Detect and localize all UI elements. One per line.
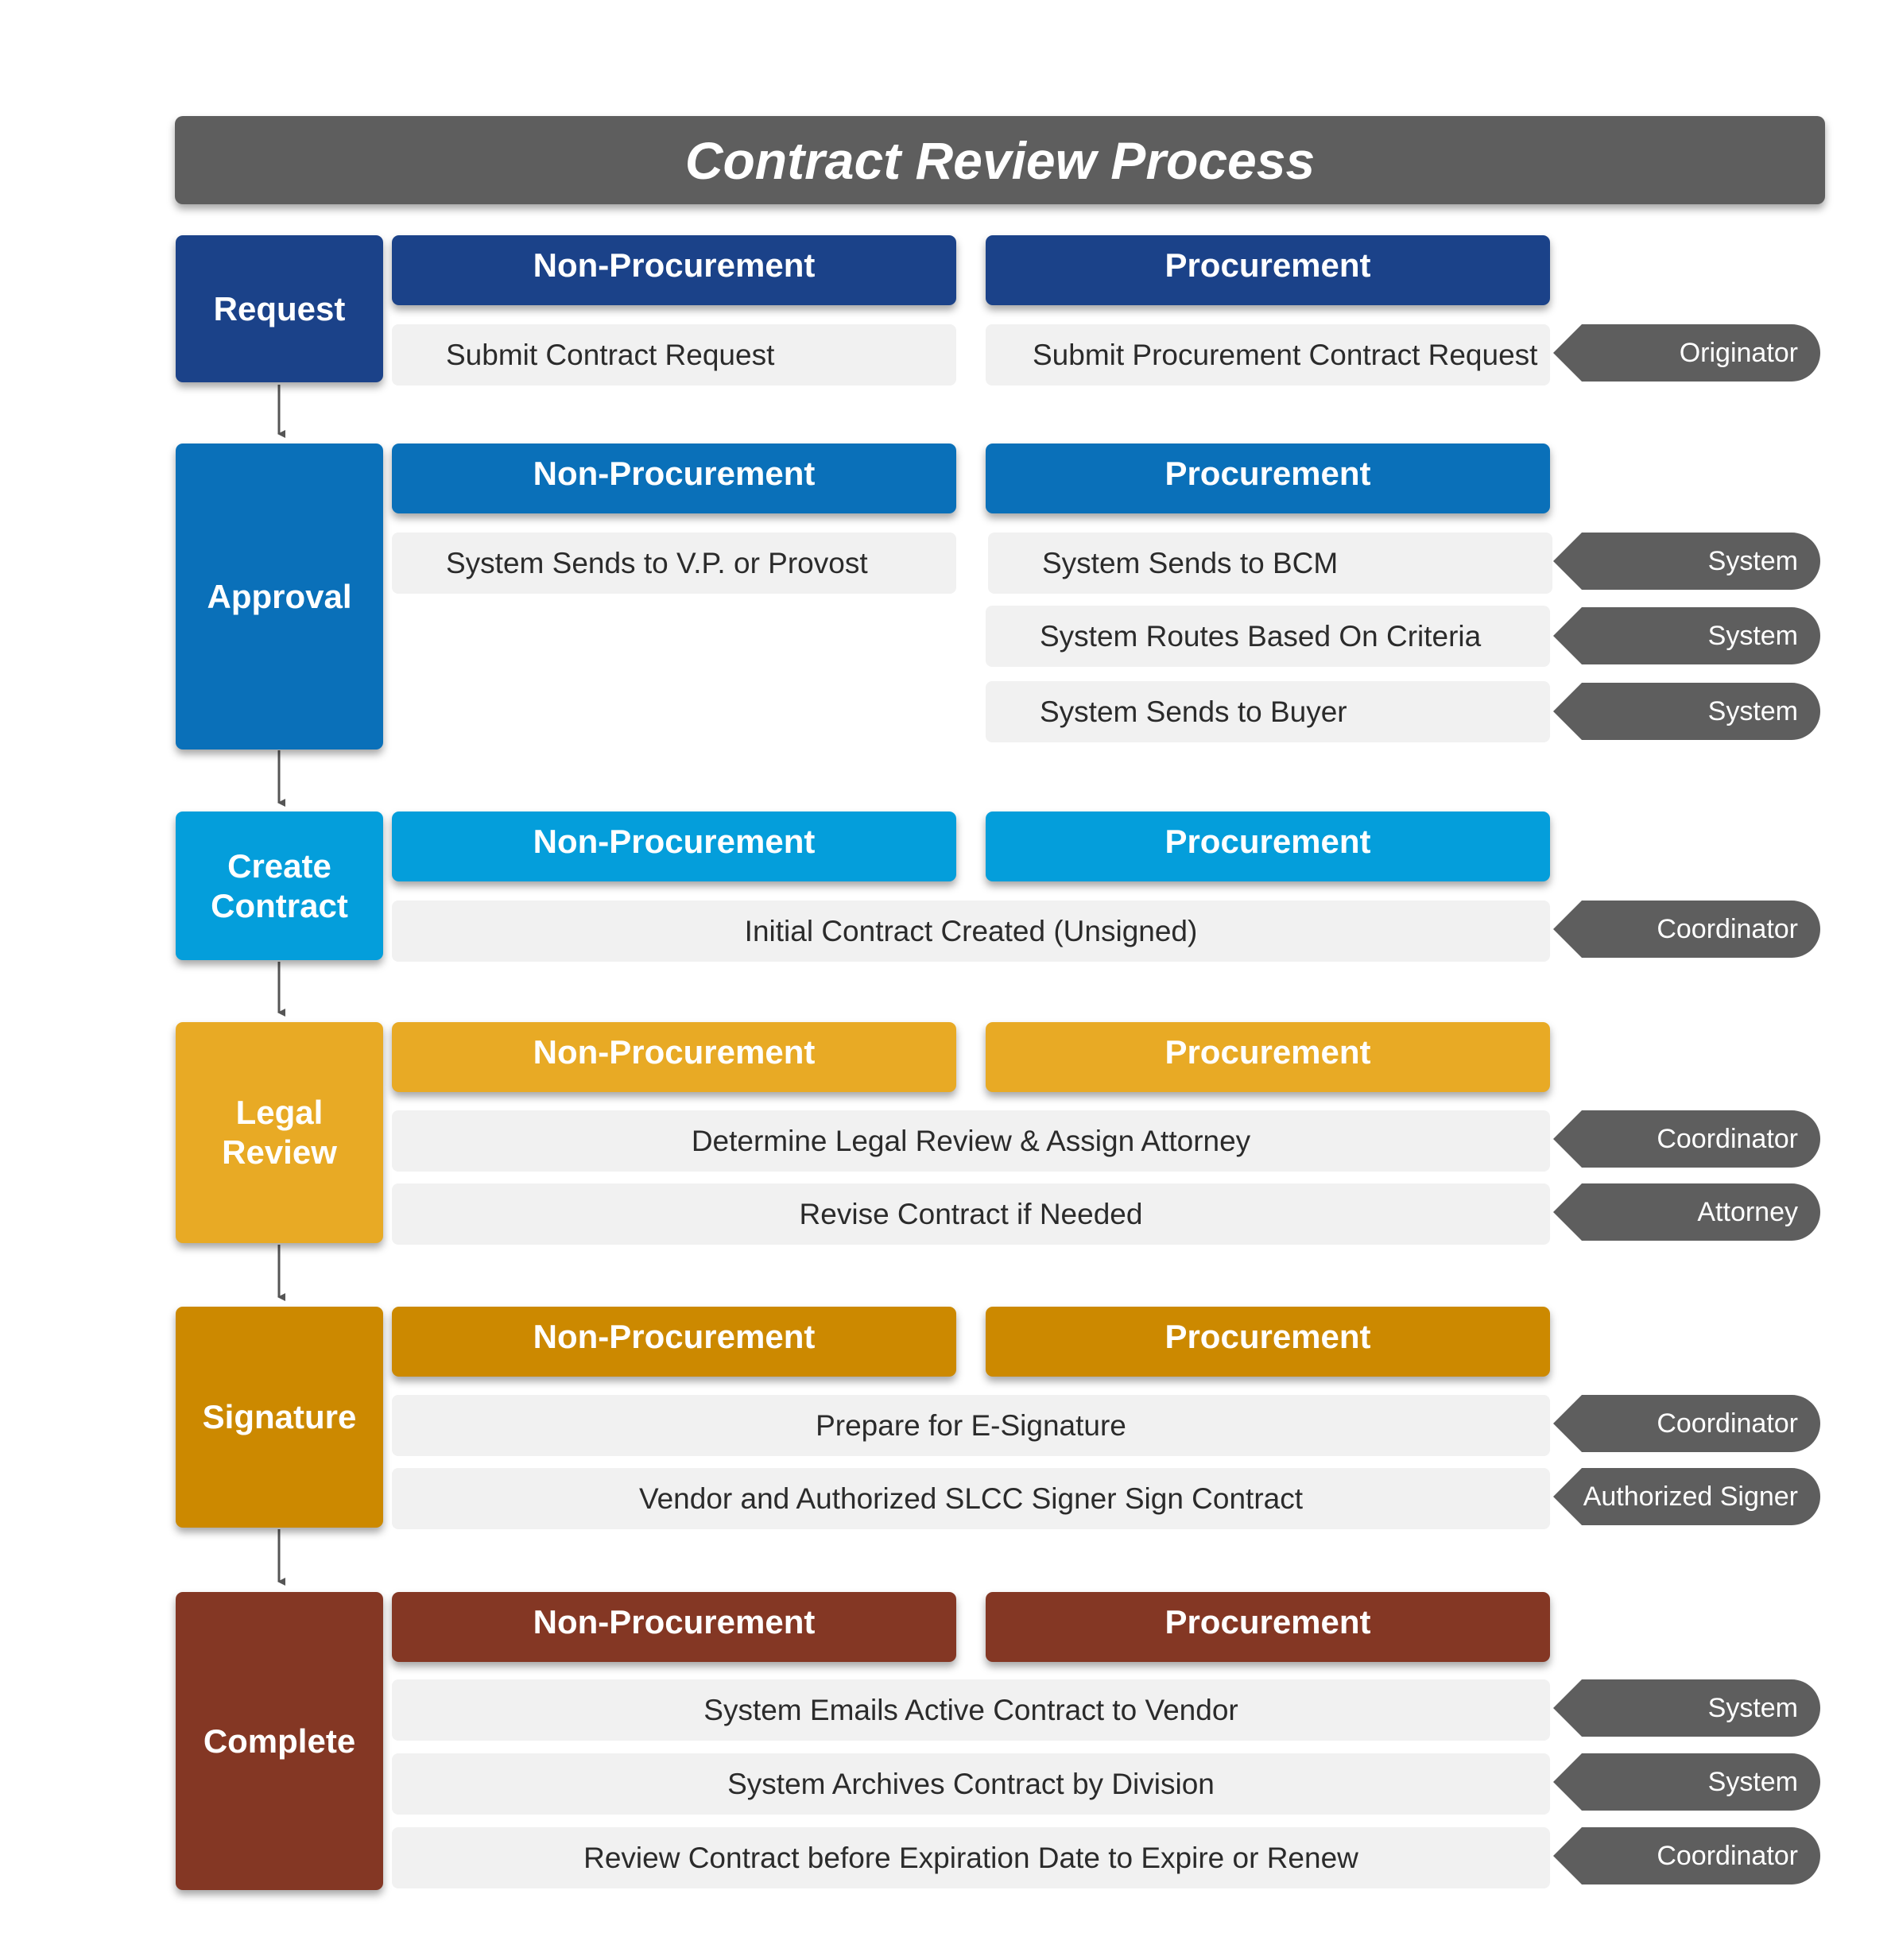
role-tag-system: System bbox=[1553, 1679, 1820, 1737]
page-title: Contract Review Process bbox=[175, 116, 1825, 204]
header-procurement-approval: Procurement bbox=[986, 444, 1550, 513]
header-procurement-signature: Procurement bbox=[986, 1307, 1550, 1377]
role-label: System bbox=[1707, 695, 1798, 726]
phase-complete: Complete bbox=[176, 1592, 383, 1890]
phase-request: Request bbox=[176, 235, 383, 382]
role-label: Coordinator bbox=[1657, 913, 1798, 944]
header-procurement-create: Procurement bbox=[986, 812, 1550, 881]
role-tag-attorney: Attorney bbox=[1553, 1183, 1820, 1241]
header-procurement-complete: Procurement bbox=[986, 1592, 1550, 1662]
role-label: Attorney bbox=[1697, 1196, 1798, 1227]
role-label: System bbox=[1707, 1692, 1798, 1723]
role-tag-coordinator: Coordinator bbox=[1553, 1110, 1820, 1168]
step-review-before-expiration: Review Contract before Expiration Date t… bbox=[392, 1827, 1550, 1888]
step-determine-legal-review: Determine Legal Review & Assign Attorney bbox=[392, 1110, 1550, 1172]
phase-signature: Signature bbox=[176, 1307, 383, 1528]
header-procurement-request: Procurement bbox=[986, 235, 1550, 305]
header-non-procurement-approval: Non-Procurement bbox=[392, 444, 956, 513]
step-prepare-e-signature: Prepare for E-Signature bbox=[392, 1395, 1550, 1456]
role-tag-authorized-signer: Authorized Signer bbox=[1553, 1468, 1820, 1525]
phase-create-contract: Create Contract bbox=[176, 812, 383, 960]
step-system-emails-vendor: System Emails Active Contract to Vendor bbox=[392, 1679, 1550, 1741]
role-label: Coordinator bbox=[1657, 1840, 1798, 1871]
role-tag-coordinator: Coordinator bbox=[1553, 901, 1820, 958]
header-procurement-legal: Procurement bbox=[986, 1022, 1550, 1092]
step-submit-contract-request: Submit Contract Request bbox=[392, 324, 956, 385]
step-submit-procurement-request: Submit Procurement Contract Request bbox=[986, 324, 1550, 385]
step-system-sends-buyer: System Sends to Buyer bbox=[986, 681, 1550, 742]
role-label: Originator bbox=[1679, 337, 1798, 368]
header-non-procurement-create: Non-Procurement bbox=[392, 812, 956, 881]
header-non-procurement-complete: Non-Procurement bbox=[392, 1592, 956, 1662]
role-label: System bbox=[1707, 620, 1798, 651]
role-label: Coordinator bbox=[1657, 1408, 1798, 1439]
role-label: Coordinator bbox=[1657, 1123, 1798, 1154]
phase-legal-review: Legal Review bbox=[176, 1022, 383, 1243]
role-tag-system: System bbox=[1553, 683, 1820, 740]
role-tag-system: System bbox=[1553, 533, 1820, 590]
role-tag-system: System bbox=[1553, 1753, 1820, 1811]
role-tag-system: System bbox=[1553, 607, 1820, 664]
header-non-procurement-signature: Non-Procurement bbox=[392, 1307, 956, 1377]
step-system-sends-bcm: System Sends to BCM bbox=[988, 533, 1552, 594]
step-system-archives-contract: System Archives Contract by Division bbox=[392, 1753, 1550, 1815]
header-non-procurement-request: Non-Procurement bbox=[392, 235, 956, 305]
phase-approval: Approval bbox=[176, 444, 383, 750]
step-vendor-signer-sign: Vendor and Authorized SLCC Signer Sign C… bbox=[392, 1468, 1550, 1529]
step-initial-contract-created: Initial Contract Created (Unsigned) bbox=[392, 901, 1550, 962]
role-label: System bbox=[1707, 545, 1798, 576]
step-revise-contract: Revise Contract if Needed bbox=[392, 1183, 1550, 1245]
header-non-procurement-legal: Non-Procurement bbox=[392, 1022, 956, 1092]
role-label: Authorized Signer bbox=[1583, 1481, 1798, 1512]
step-system-routes-criteria: System Routes Based On Criteria bbox=[986, 606, 1550, 667]
role-tag-coordinator: Coordinator bbox=[1553, 1827, 1820, 1884]
step-system-sends-vp-provost: System Sends to V.P. or Provost bbox=[392, 533, 956, 594]
role-label: System bbox=[1707, 1766, 1798, 1797]
role-tag-coordinator: Coordinator bbox=[1553, 1395, 1820, 1452]
role-tag-originator: Originator bbox=[1553, 324, 1820, 382]
